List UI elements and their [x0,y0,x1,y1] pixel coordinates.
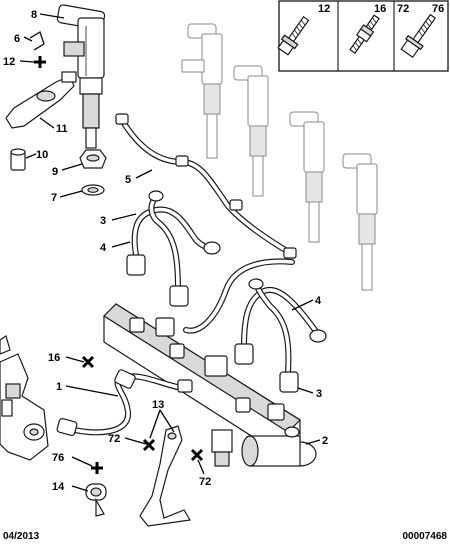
support-bracket [139,425,191,527]
callout-8: 8 [31,9,37,21]
feed-pipe [56,369,193,437]
clip-part [29,30,45,51]
callout-3-left: 3 [100,215,106,227]
bolt-72-marker-a-icon [142,438,156,452]
callout-14: 14 [52,481,65,493]
clamp-bracket [5,71,77,129]
stud-16-marker-icon [81,355,95,369]
hp-pipes-right [234,278,327,393]
inset-label-76: 76 [432,3,444,15]
pressure-sensor [211,429,233,467]
footer-reference: 00007468 [402,531,448,542]
callouts: 8 6 12 11 10 9 7 5 3 4 4 3 16 1 13 72 72… [3,9,328,493]
callout-11: 11 [56,123,68,135]
callout-1: 1 [56,381,62,393]
callout-72-right: 72 [199,476,211,488]
inset-label-16: 16 [374,3,386,15]
callout-5: 5 [125,174,131,186]
inset-label-72: 72 [397,3,409,15]
hp-pipe-middle [183,258,295,334]
sleeve-part [10,148,26,171]
callout-76: 76 [52,452,64,464]
callout-9: 9 [52,166,58,178]
seal-part [79,149,107,169]
washer-part [81,184,105,196]
return-line [115,113,297,259]
callout-4-right: 4 [315,295,322,307]
callout-7: 7 [51,192,57,204]
main-injector [56,4,106,149]
common-rail [103,303,317,467]
bolt-76-marker-icon [91,462,103,474]
leader-lines [19,13,321,492]
clip-14-part [85,483,107,517]
callout-2: 2 [322,435,328,447]
screw-12-marker-icon [34,56,46,68]
bolt-72-marker-b-icon [190,448,204,462]
callout-12: 12 [3,56,15,68]
ghost-injectors [181,23,378,291]
callout-3-right: 3 [316,388,322,400]
inset-label-12: 12 [318,3,330,15]
footer-date: 04/2013 [3,531,40,542]
callout-13: 13 [152,399,164,411]
screw-12-icon [277,15,310,56]
callout-72-left: 72 [108,433,120,445]
callout-10: 10 [36,149,48,161]
hp-pump [0,335,49,461]
callout-4-left: 4 [100,242,107,254]
hp-pipes-left [126,190,221,307]
callout-6: 6 [14,33,20,45]
bolt-72-76-icon [400,13,437,59]
stud-16-icon [349,14,380,54]
callout-16: 16 [48,352,60,364]
fastener-inset: 12 16 72 76 [277,0,449,72]
